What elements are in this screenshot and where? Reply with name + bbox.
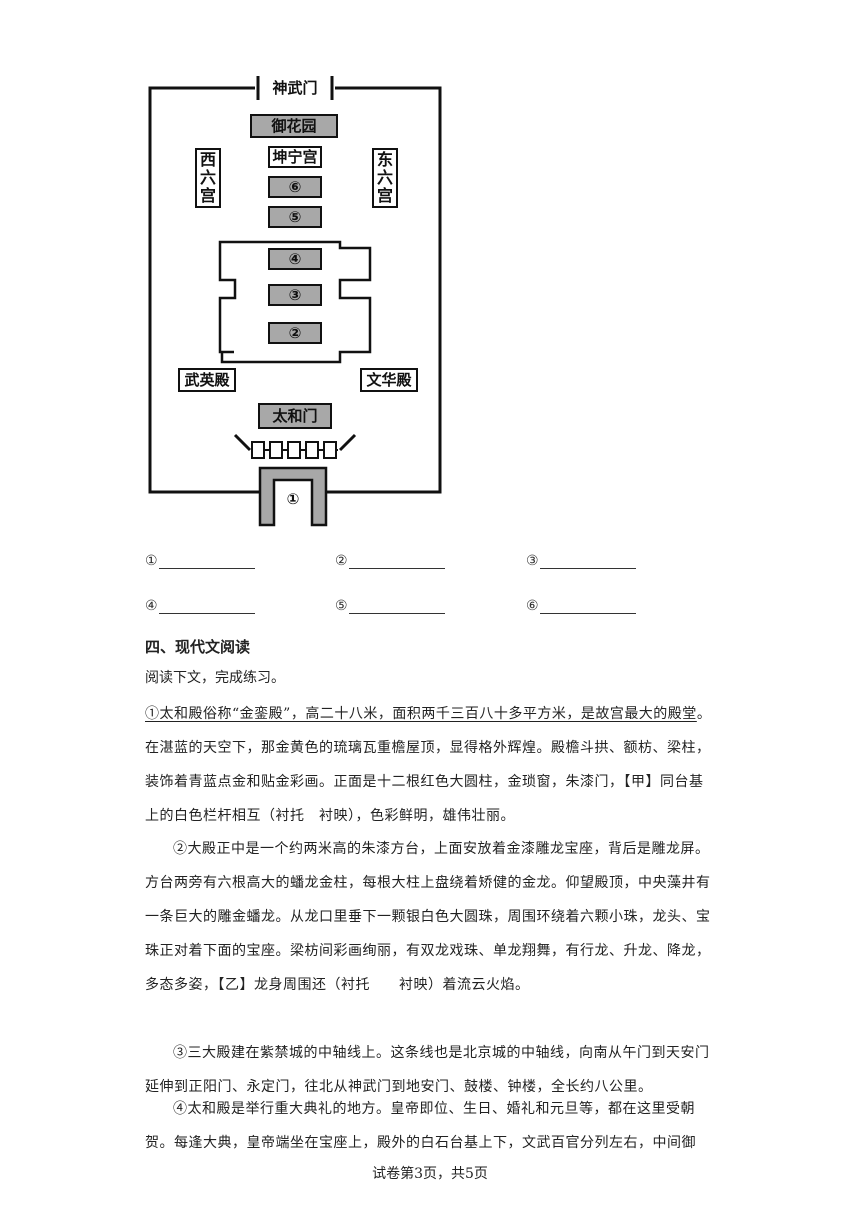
palace-map-lines xyxy=(148,76,442,527)
palace-map: 神武门 御花园 坤宁宫 ⑥ ⑤ 西 六 宫 东 六 宫 ④ ③ ② 武英殿 文华… xyxy=(140,70,450,530)
hall-3-label: ③ xyxy=(268,284,322,306)
kunning-palace-label: 坤宁宫 xyxy=(268,146,322,168)
meridian-gate-mark: ① xyxy=(286,489,300,508)
hall-4-label: ④ xyxy=(268,248,322,270)
paragraph-3: ③三大殿建在紫禁城的中轴线上。这条线也是北京城的中轴线，向南从午门到天安门延伸到… xyxy=(145,1045,710,1095)
paragraph-1-underlined: ①太和殿俗称“金銮殿”，高二十八米，面积两千三百八十多平方米，是故宫最大的殿堂 xyxy=(145,706,697,722)
answer-blank-4[interactable]: ④ xyxy=(145,598,255,614)
hall-5-label: ⑤ xyxy=(268,206,322,228)
paragraph-2: ②大殿正中是一个约两米高的朱漆方台，上面安放着金漆雕龙宝座，背后是雕龙屏。方台两… xyxy=(145,841,711,993)
answer-blank-1[interactable]: ① xyxy=(145,553,255,569)
hall-2-label: ② xyxy=(268,322,322,344)
wuying-hall-label: 武英殿 xyxy=(178,368,236,392)
taihe-gate-label: 太和门 xyxy=(258,403,332,429)
shenwu-gate-label: 神武门 xyxy=(260,74,330,102)
paragraph-4: ④太和殿是举行重大典礼的地方。皇帝即位、生日、婚礼和元旦等，都在这里受朝贺。每逢… xyxy=(145,1101,696,1151)
paragraph-1-rest: 。在湛蓝的天空下，那金黄色的琉璃瓦重檐屋顶，显得格外辉煌。殿檐斗拱、额枋、梁柱，… xyxy=(145,706,712,824)
west-six-palaces-label: 西 六 宫 xyxy=(195,148,221,208)
hall-6-label: ⑥ xyxy=(268,176,322,198)
reading-instruction: 阅读下文，完成练习。 xyxy=(145,670,285,686)
answer-blank-5[interactable]: ⑤ xyxy=(335,598,445,614)
answer-blank-2[interactable]: ② xyxy=(335,553,445,569)
answer-blank-6[interactable]: ⑥ xyxy=(526,598,636,614)
answer-blank-3[interactable]: ③ xyxy=(526,553,636,569)
paragraph-1: ①太和殿俗称“金銮殿”，高二十八米，面积两千三百八十多平方米，是故宫最大的殿堂。… xyxy=(145,697,715,833)
section-title: 四、现代文阅读 xyxy=(145,638,251,656)
page-footer: 试卷第3页，共5页 xyxy=(372,1166,488,1182)
east-six-palaces-label: 东 六 宫 xyxy=(372,148,398,208)
wenhua-hall-label: 文华殿 xyxy=(360,368,418,392)
imperial-garden-label: 御花园 xyxy=(250,114,338,138)
